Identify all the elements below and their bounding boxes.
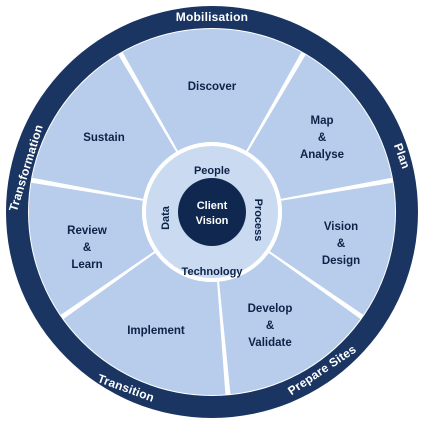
segment-label-line: Sustain <box>83 132 125 144</box>
segment-label-implement: Implement <box>127 325 185 337</box>
hub-label-technology: Technology <box>182 266 244 278</box>
center-label-line: Client <box>197 200 228 212</box>
segment-label-line: Review <box>67 225 107 237</box>
segment-develop-validate <box>219 252 361 395</box>
segment-label-line: Discover <box>188 81 237 93</box>
segment-label-sustain: Sustain <box>83 132 125 144</box>
segment-label-line: Learn <box>71 259 102 271</box>
segment-label-review-learn: Review & Learn <box>67 225 107 271</box>
segment-map-analyse <box>247 54 392 199</box>
segment-label-line: & <box>337 238 345 250</box>
segment-label-line: & <box>318 132 326 144</box>
segment-label-line: & <box>266 320 274 332</box>
center-circle <box>178 178 246 246</box>
segment-label-line: Vision <box>324 221 358 233</box>
segment-label-develop-validate: Develop & Validate <box>248 303 293 349</box>
segment-label-line: Implement <box>127 325 185 337</box>
segment-label-map-analyse: Map & Analyse <box>300 115 344 161</box>
segment-review-learn <box>28 182 155 315</box>
segment-vision-design <box>269 182 395 315</box>
center-label-line: Vision <box>196 215 229 227</box>
segment-label-vision-design: Vision & Design <box>322 221 360 267</box>
phase-label-mobilisation: Mobilisation <box>176 10 248 24</box>
segment-implement <box>63 252 226 395</box>
hub-label-data: Data <box>160 205 172 230</box>
segment-label-line: Develop <box>248 303 293 315</box>
segment-label-line: Validate <box>248 337 291 349</box>
segment-sustain <box>32 54 177 199</box>
hub-label-process: Process <box>252 199 264 242</box>
segment-label-line: Map <box>311 115 334 127</box>
segment-discover <box>122 29 302 151</box>
segment-label-discover: Discover <box>188 81 237 93</box>
segment-label-line: & <box>83 242 91 254</box>
hub-label-people: People <box>194 165 230 177</box>
segment-label-line: Analyse <box>300 149 344 161</box>
segment-label-line: Design <box>322 255 360 267</box>
